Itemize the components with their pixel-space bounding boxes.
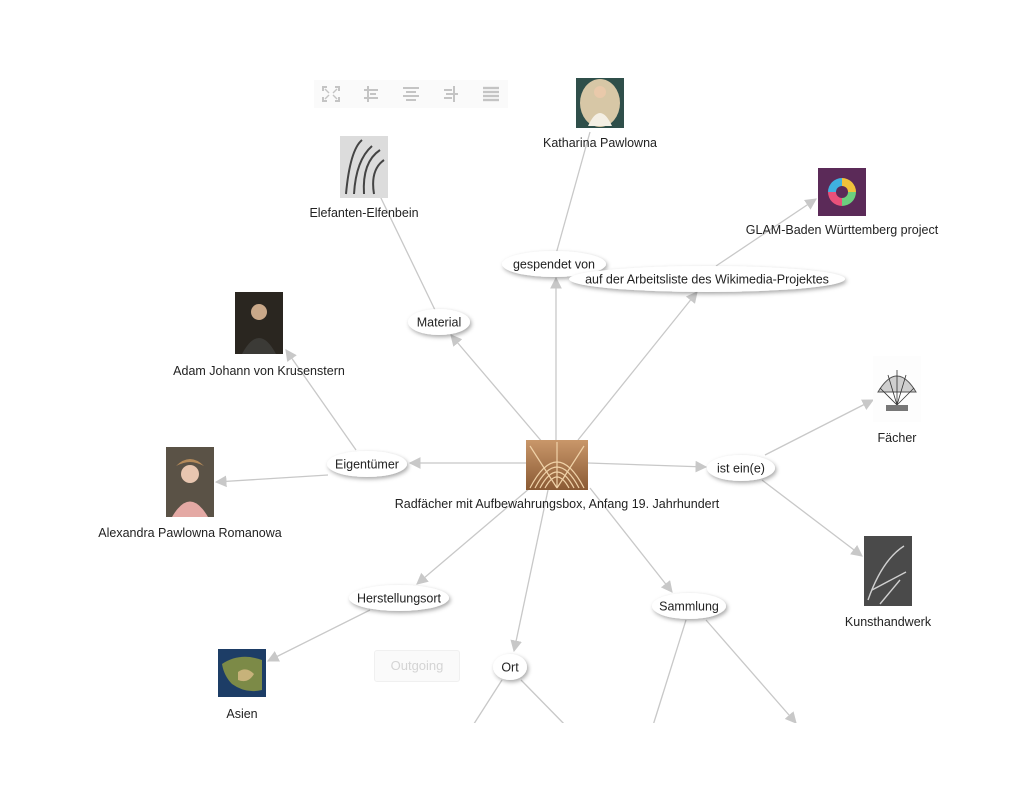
edge-line-krusenstern [285,349,357,451]
node-kunsthandwerk-label: Kunsthandwerk [845,615,932,629]
fullscreen-icon [322,86,340,102]
list-icon [483,86,499,102]
node-katharina-image[interactable] [576,78,624,128]
edge-line-alexandra [214,474,329,488]
node-krusenstern-image[interactable] [235,292,283,354]
edge-label-istein[interactable]: ist ein(e) [707,455,775,481]
node-images[interactable] [166,78,921,697]
edge-line-kunsthandwerk [761,479,863,557]
node-elfenbein-image[interactable] [340,136,388,198]
edge-label-gespendet-text: gespendet von [513,258,595,272]
edge-label-sammlung-text: Sammlung [659,600,719,614]
edge-line-asien [266,609,371,662]
node-asien-image[interactable] [218,649,266,697]
canvas-bottom-cover [0,723,1024,793]
node-faecher-label: Fächer [878,431,917,445]
edge-label-eigentuemer[interactable]: Eigentümer [327,451,407,477]
center-node-label: Radfächer mit Aufbewahrungsbox, Anfang 1… [395,497,720,511]
outgoing-button[interactable]: Outgoing [374,650,460,682]
align-center-button[interactable] [356,80,386,108]
edge-line-katharina [555,131,591,255]
edge-label-arbeitsliste[interactable]: auf der Arbeitsliste des Wikimedia-Proje… [569,266,845,292]
edge-label-ort-text: Ort [501,661,519,675]
node-alexandra-image[interactable] [166,447,214,517]
edge-label-material[interactable]: Material [408,309,470,335]
node-krusenstern-label: Adam Johann von Krusenstern [173,364,345,378]
node-katharina-label: Katharina Pawlowna [543,136,657,150]
align-right-button[interactable] [436,80,466,108]
edge-line-herstellungsort [416,487,531,585]
graph-toolbar [314,80,508,108]
edge-line-sammlung-a [649,619,687,736]
fullscreen-button[interactable] [316,80,346,108]
node-faecher-image[interactable] [873,356,921,422]
edge-line-ort-b [520,679,571,731]
edge-line-glam [715,198,817,267]
node-center-image[interactable] [526,440,588,490]
edge-line-istein [587,460,708,473]
node-glam-image[interactable] [818,168,866,216]
node-elfenbein-label: Elefanten-Elfenbein [309,206,418,220]
align-distribute-icon [403,87,419,101]
edge-label-material-text: Material [417,316,461,330]
edge-line-ort-a [469,679,503,731]
edge-labels[interactable]: Material gespendet von auf der Arbeitsli… [327,251,845,680]
edge-line-sammlung-b [705,619,797,724]
edge-line-sammlung [589,487,673,593]
edge-line-faecher [764,399,875,456]
edge-label-herstellungsort-text: Herstellungsort [357,592,442,606]
edge-label-gespendet[interactable]: gespendet von [502,251,606,277]
edge-label-eigentuemer-text: Eigentümer [335,458,399,472]
align-distribute-button[interactable] [396,80,426,108]
align-center-icon [364,86,378,102]
edge-label-arbeitsliste-text: auf der Arbeitsliste des Wikimedia-Proje… [585,273,829,287]
edge-line-material [450,334,550,451]
edge-label-herstellungsort[interactable]: Herstellungsort [349,585,449,611]
list-view-button[interactable] [476,80,506,108]
edge-lines [214,131,875,736]
node-asien-label: Asien [226,707,257,721]
edge-line-elfenbein [379,195,436,311]
edge-label-istein-text: ist ein(e) [717,462,765,476]
node-labels: Radfächer mit Aufbewahrungsbox, Anfang 1… [98,136,938,721]
edge-line-arbeitsliste [577,291,698,441]
node-kunsthandwerk-image[interactable] [864,536,912,606]
edge-label-sammlung[interactable]: Sammlung [652,593,726,619]
edge-line-ort [510,489,549,653]
align-right-icon [444,86,458,102]
node-glam-label: GLAM-Baden Württemberg project [746,223,939,237]
node-alexandra-label: Alexandra Pawlowna Romanowa [98,526,281,540]
edge-label-ort[interactable]: Ort [493,654,527,680]
